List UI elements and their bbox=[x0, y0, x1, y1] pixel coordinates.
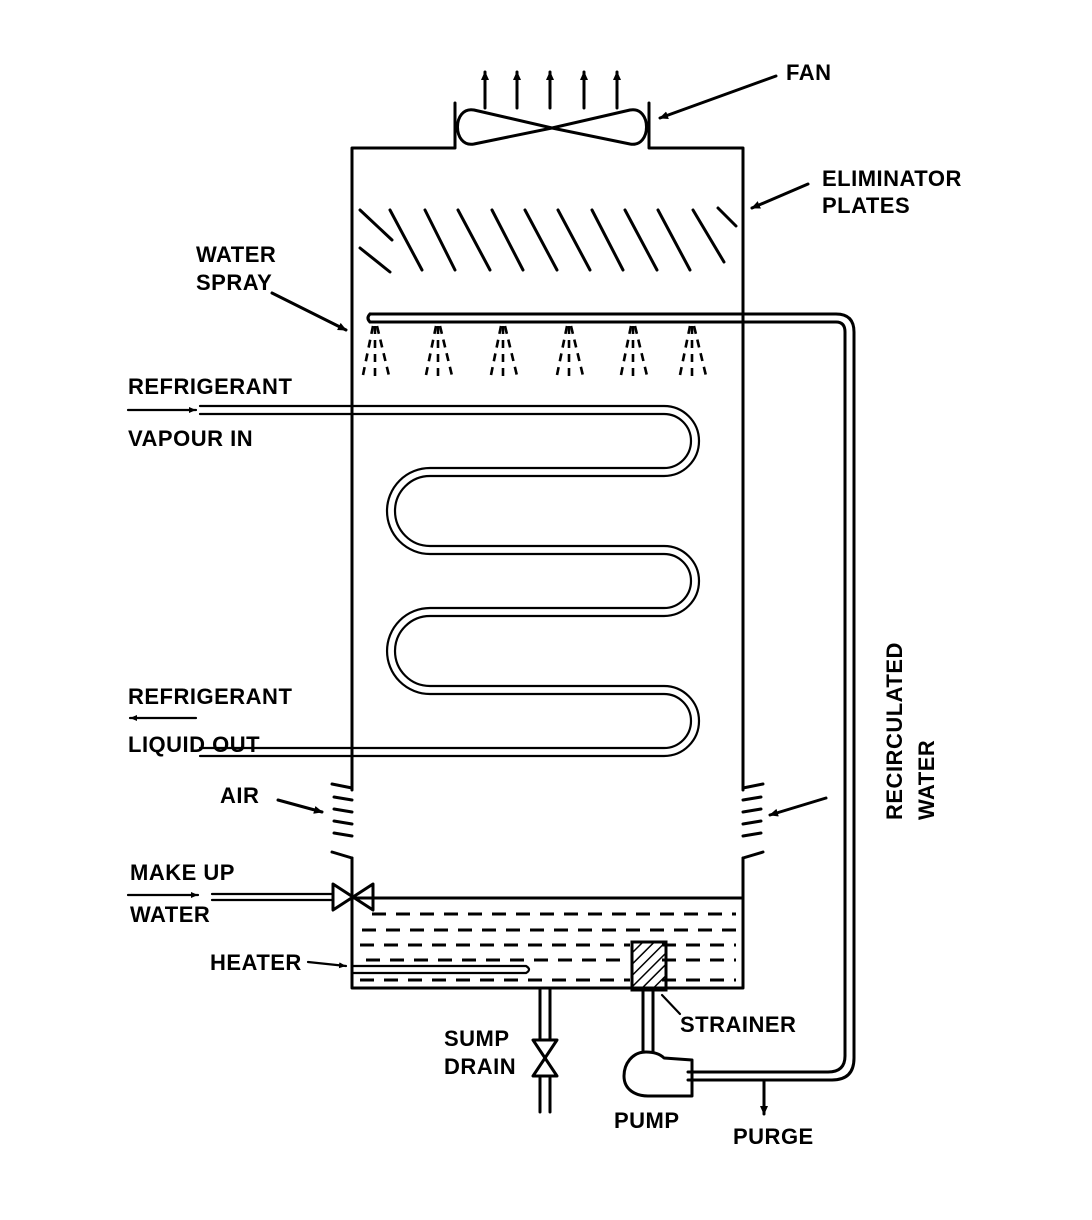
spray-nozzle bbox=[618, 325, 650, 381]
spray-nozzles bbox=[360, 325, 709, 381]
label-water-spray-1: WATER bbox=[196, 242, 276, 267]
strainer bbox=[630, 940, 668, 992]
label-recirculated-2: WATER bbox=[914, 740, 939, 820]
makeup-water-pipe bbox=[210, 892, 334, 902]
sump-water bbox=[350, 896, 745, 982]
label-fan: FAN bbox=[786, 60, 832, 85]
label-water-spray-2: SPRAY bbox=[196, 270, 272, 295]
exhaust-arrows bbox=[481, 70, 621, 110]
air-louvres-left bbox=[330, 782, 354, 860]
fan-icon bbox=[456, 108, 648, 146]
label-sump-1: SUMP bbox=[444, 1026, 510, 1051]
label-air: AIR bbox=[220, 783, 259, 808]
heater-element bbox=[350, 964, 531, 975]
eliminator-plates bbox=[358, 206, 738, 274]
water-spray-leader-arrow bbox=[270, 291, 348, 332]
label-makeup-2: WATER bbox=[130, 902, 210, 927]
label-refrigerant-in-2: VAPOUR IN bbox=[128, 426, 253, 451]
label-heater: HEATER bbox=[210, 950, 302, 975]
air-arrow-right bbox=[768, 796, 828, 817]
pump-suction-pipe bbox=[641, 988, 655, 1054]
spray-nozzle bbox=[677, 325, 709, 381]
label-pump: PUMP bbox=[614, 1108, 680, 1133]
label-refrigerant-in-1: REFRIGERANT bbox=[128, 374, 292, 399]
spray-nozzle bbox=[423, 325, 455, 381]
fan-leader-arrow bbox=[658, 74, 778, 120]
tower-casing bbox=[350, 101, 745, 990]
makeup-valve-icon bbox=[331, 882, 375, 912]
drain-valve-icon bbox=[531, 1038, 559, 1078]
spray-nozzle bbox=[360, 325, 392, 381]
spray-header-pipe bbox=[366, 312, 856, 1082]
label-recirculated-1: RECIRCULATED bbox=[882, 642, 907, 820]
spray-nozzle bbox=[554, 325, 586, 381]
pump-icon bbox=[622, 1050, 694, 1098]
label-eliminator-1: ELIMINATOR bbox=[822, 166, 962, 191]
spray-nozzle bbox=[488, 325, 520, 381]
label-makeup-1: MAKE UP bbox=[130, 860, 235, 885]
label-refrigerant-out-1: REFRIGERANT bbox=[128, 684, 292, 709]
label-purge: PURGE bbox=[733, 1124, 814, 1149]
label-sump-2: DRAIN bbox=[444, 1054, 516, 1079]
air-louvres-right bbox=[741, 782, 765, 860]
eliminator-leader-arrow bbox=[750, 182, 810, 210]
label-refrigerant-out-2: LIQUID OUT bbox=[128, 732, 260, 757]
air-arrow-left bbox=[276, 798, 324, 814]
heater-arrow bbox=[306, 960, 348, 969]
label-eliminator-2: PLATES bbox=[822, 193, 910, 218]
sump-drain-pipe bbox=[538, 986, 552, 1114]
label-strainer: STRAINER bbox=[680, 1012, 796, 1037]
strainer-leader bbox=[660, 993, 682, 1016]
refrigerant-coil bbox=[198, 404, 701, 758]
